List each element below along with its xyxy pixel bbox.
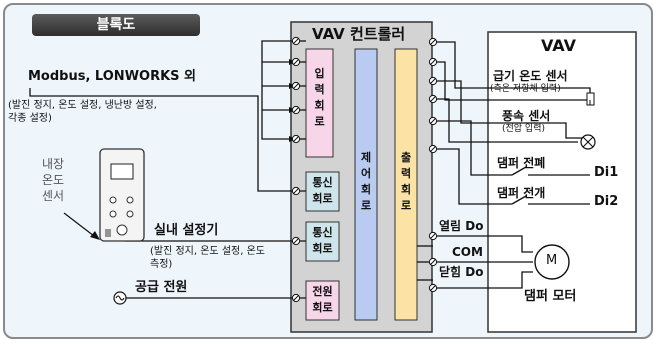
controller-title: VAV 컨트롤러 [312, 25, 406, 43]
supply-temp-sensor-note: (측온 저항체 입력) [490, 84, 561, 94]
diagram-title: 블록도 [32, 14, 200, 36]
di1-label: Di1 [594, 165, 619, 180]
airflow-sensor-label: 풍속 센서 [502, 109, 551, 123]
modbus-label: Modbus, LONWORKS 외 [28, 69, 197, 84]
control-circuit-block [354, 48, 378, 321]
input-circuit-block [305, 48, 334, 158]
comm-circuit-block-2 [305, 221, 340, 262]
output-circuit-label: 출 력 회 로 [400, 151, 412, 212]
comm-circuit-label-2: 통신 회로 [312, 226, 333, 255]
power-circuit-block [305, 280, 340, 321]
supply-temp-sensor-label: 급기 온도 센서 [493, 69, 568, 83]
com-label: COM [452, 245, 483, 259]
modbus-note-line1: (발진 정지, 온도 설정, 냉난방 설정, [8, 100, 157, 111]
close-do-label: 닫힘 Do [439, 265, 484, 279]
room-setter-label: 실내 설정기 [154, 223, 219, 238]
internal-sensor-label: 내장 온도 센서 [42, 157, 65, 203]
damper-close-label: 댐퍼 전폐 [497, 156, 546, 170]
damper-motor-symbol [534, 244, 570, 280]
comm-circuit-label-1: 통신 회로 [312, 176, 333, 205]
control-circuit-label: 제 어 회 로 [360, 151, 372, 212]
room-setter-note-line2: 측정) [150, 259, 173, 270]
modbus-note-line2: 각종 설정) [8, 113, 52, 124]
room-setter-note-line1: (발진 정지, 온도 설정, 온도 [150, 246, 265, 257]
vav-title: VAV [541, 36, 576, 55]
di2-label: Di2 [594, 194, 619, 209]
motor-symbol-label: M [546, 253, 558, 268]
room-setter-device [99, 148, 145, 242]
output-circuit-block [394, 48, 418, 321]
power-circuit-label: 전원 회로 [312, 285, 333, 314]
damper-open-label: 댐퍼 전개 [497, 186, 546, 200]
open-do-label: 열림 Do [439, 219, 484, 233]
input-circuit-label: 입 력 회 로 [314, 67, 325, 128]
vav-box [487, 31, 637, 333]
comm-circuit-block-1 [305, 171, 340, 212]
damper-motor-label: 댐퍼 모터 [524, 289, 577, 304]
power-supply-label: 공급 전원 [135, 280, 188, 295]
airflow-sensor-note: (전압 입력) [502, 124, 546, 134]
